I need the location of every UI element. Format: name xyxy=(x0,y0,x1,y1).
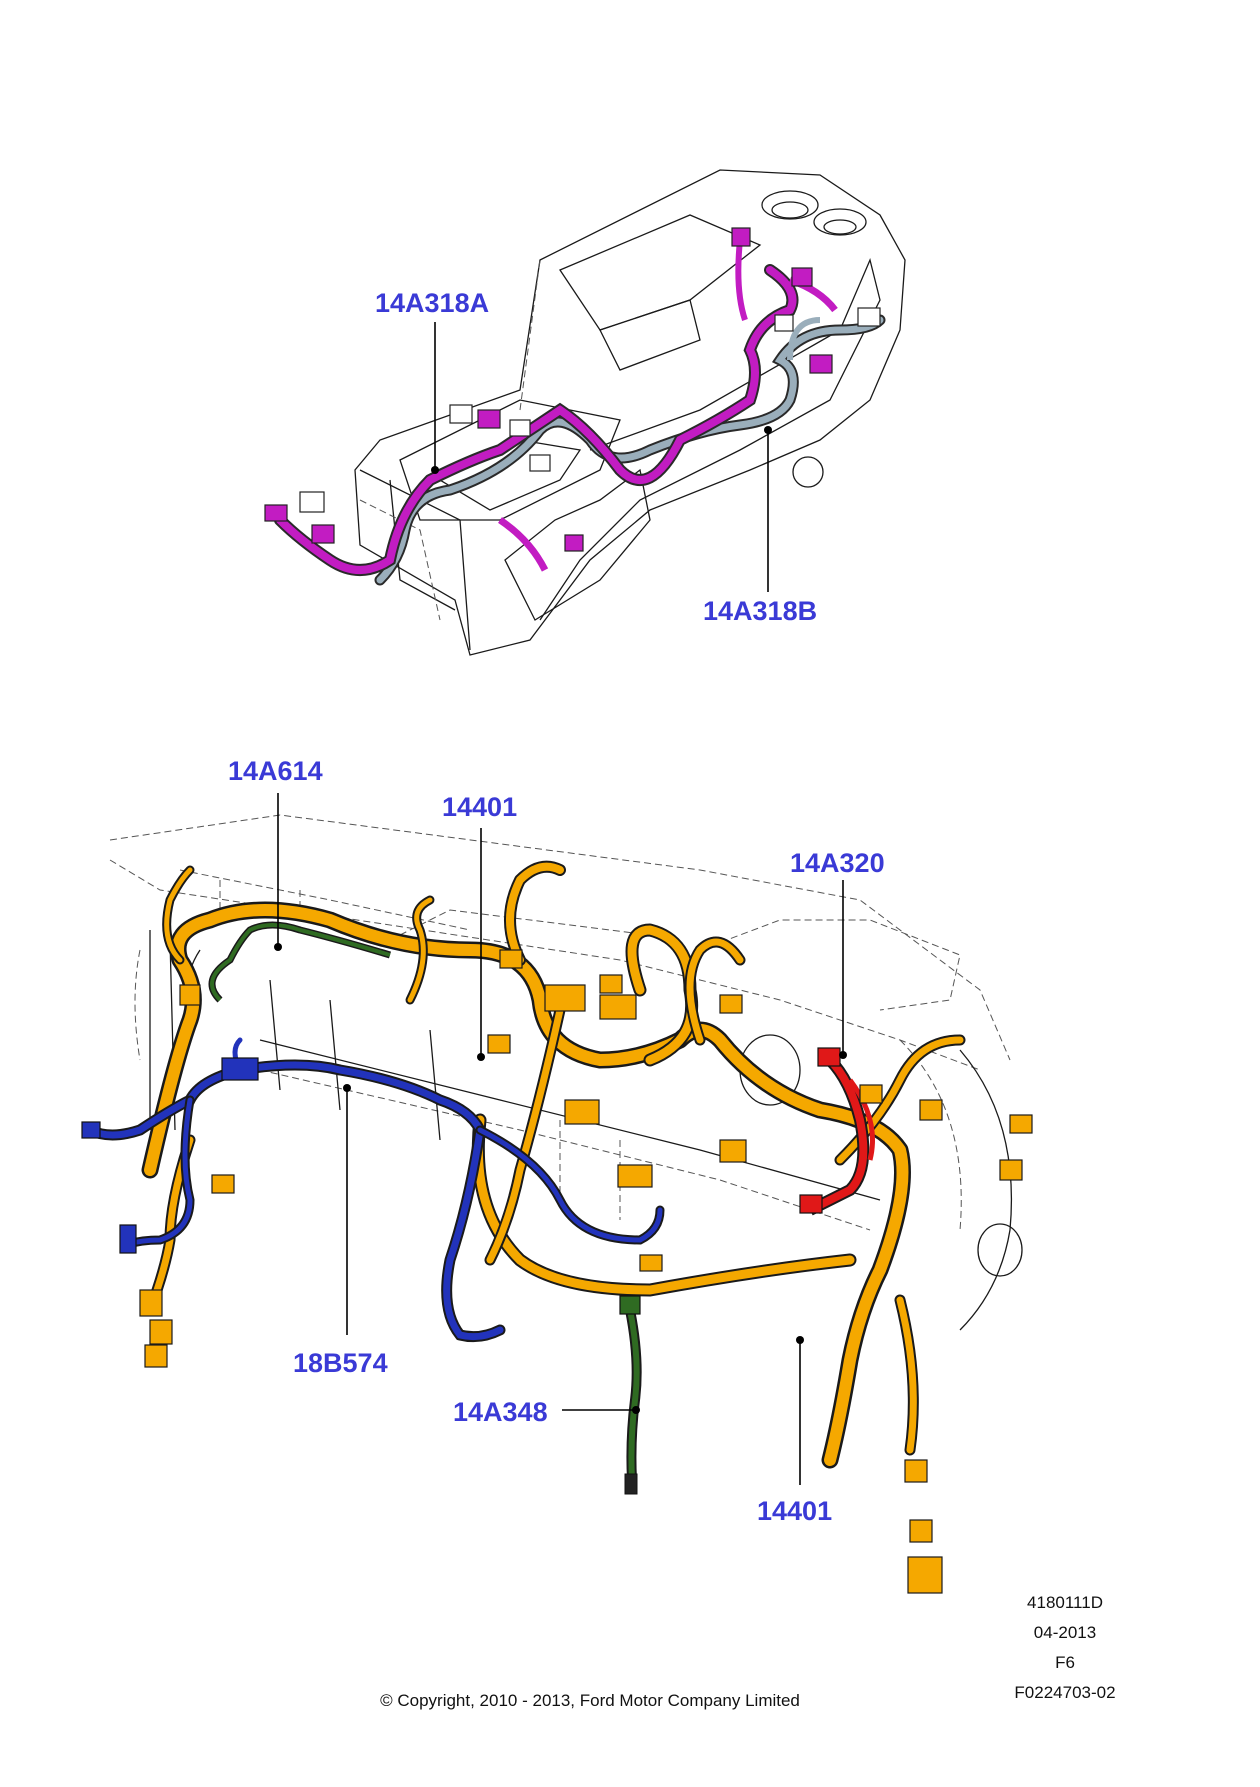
leader-lines xyxy=(274,322,847,1485)
figure-id: F0224703-02 xyxy=(1014,1683,1115,1702)
callout-18b574: 18B574 xyxy=(293,1348,388,1378)
callout-14a318a: 14A318A xyxy=(375,288,489,318)
callout-14401-top: 14401 xyxy=(442,792,517,822)
copyright-notice: © Copyright, 2010 - 2013, Ford Motor Com… xyxy=(380,1691,800,1710)
harness-14a348 xyxy=(627,1309,640,1481)
revision-date: 04-2013 xyxy=(1034,1623,1096,1642)
harness-18b574 xyxy=(86,1061,504,1341)
callout-14a348: 14A348 xyxy=(453,1397,548,1427)
drawing-meta: 4180111D 04-2013 F6 F0224703-02 xyxy=(1014,1593,1115,1702)
harness-14a320 xyxy=(808,1057,868,1214)
callout-14a614: 14A614 xyxy=(228,756,323,786)
ref-number: 4180111D xyxy=(1027,1593,1103,1612)
harness-14a318a xyxy=(276,266,797,574)
floor-console-illustration xyxy=(264,169,906,656)
harness-14401 xyxy=(144,904,909,1466)
callout-labels: 14A318A 14A318B 14A614 14401 14A320 18B5… xyxy=(228,288,885,1526)
callout-14a318b: 14A318B xyxy=(703,596,817,626)
callout-14401-bottom: 14401 xyxy=(757,1496,832,1526)
harness-14a614 xyxy=(210,923,391,1002)
instrument-panel-illustration xyxy=(81,814,1033,1594)
sheet-code: F6 xyxy=(1055,1653,1075,1672)
callout-14a320: 14A320 xyxy=(790,848,885,878)
